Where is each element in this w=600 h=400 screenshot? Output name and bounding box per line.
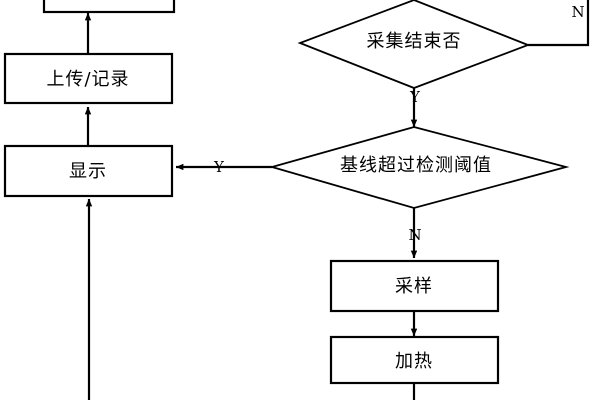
node-heating[interactable]: 加热 (329, 335, 500, 385)
node-display[interactable]: 显示 (3, 144, 174, 198)
node-sampling[interactable]: 采样 (329, 259, 500, 313)
node-baseline-threshold-label: 基线超过检测阈值 (340, 155, 492, 176)
node-display-label: 显示 (69, 161, 107, 182)
edge-label-collection-no: N (571, 3, 584, 21)
edge-collection-no-offpage (528, 0, 590, 47)
node-top-clipped[interactable] (42, 0, 176, 14)
edge-label-collection-yes: Y (409, 88, 421, 106)
node-baseline-threshold[interactable]: 基线超过检测阈值 (268, 126, 570, 209)
edge-label-baseline-yes: Y (213, 158, 225, 176)
node-collection-finished[interactable]: 采集结束否 (297, 0, 531, 89)
node-collection-finished-label: 采集结束否 (367, 31, 462, 52)
edge-label-baseline-no: N (408, 226, 421, 244)
node-upload-record[interactable]: 上传/记录 (3, 52, 174, 105)
node-sampling-label: 采样 (395, 276, 433, 297)
node-upload-record-label: 上传/记录 (46, 69, 129, 90)
node-heating-label: 加热 (395, 351, 433, 372)
